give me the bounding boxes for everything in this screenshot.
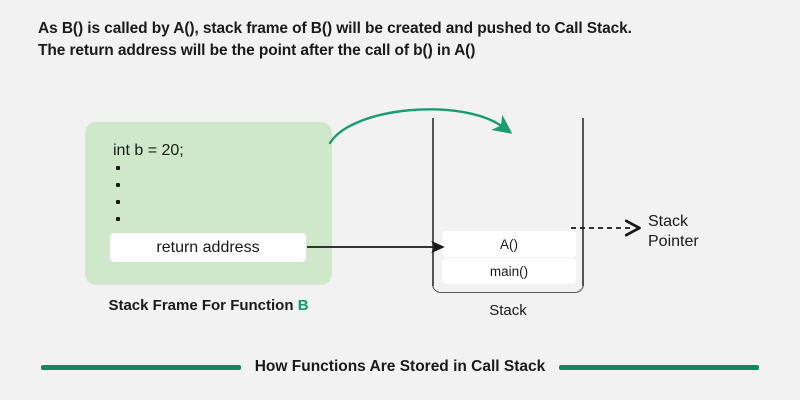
stack-pointer-line-1: Stack (648, 213, 689, 230)
stack-item-label: main() (489, 263, 529, 279)
frame-code-line: int b = 20; (113, 142, 184, 159)
footer-banner: How Functions Are Stored in Call Stack (0, 358, 800, 376)
vertical-ellipsis-icon (116, 166, 124, 234)
stack-bottom-wall (432, 268, 584, 293)
stack-pointer-line-2: Pointer (648, 233, 699, 251)
page-title: As B() is called by A(), stack frame of … (38, 18, 768, 62)
stack-item: main() (442, 258, 576, 284)
stack-right-wall (582, 118, 584, 286)
stack-left-wall (432, 118, 434, 286)
footer-rule-left (40, 364, 241, 370)
stack-item: A() (442, 231, 576, 257)
frame-caption-prefix: Function (230, 297, 298, 314)
return-address-label: return address (156, 238, 260, 256)
stack-frame-caption: Stack Frame For Function B (85, 296, 332, 316)
footer-rule-right (559, 364, 760, 370)
frame-caption-line-1: Stack Frame For (108, 297, 227, 314)
stack-caption: Stack (489, 302, 527, 319)
title-line-2: The return address will be the point aft… (38, 42, 476, 59)
frame-caption-line-2: Function B (230, 297, 308, 314)
footer-text: How Functions Are Stored in Call Stack (254, 358, 546, 375)
push-arrow-icon (328, 108, 513, 145)
stack-item-label: A() (500, 236, 518, 252)
frame-caption-highlight: B (297, 297, 309, 314)
stack-pointer-label: Stack Pointer (648, 212, 699, 253)
title-line-1: As B() is called by A(), stack frame of … (38, 20, 632, 37)
return-address-box: return address (110, 233, 306, 262)
